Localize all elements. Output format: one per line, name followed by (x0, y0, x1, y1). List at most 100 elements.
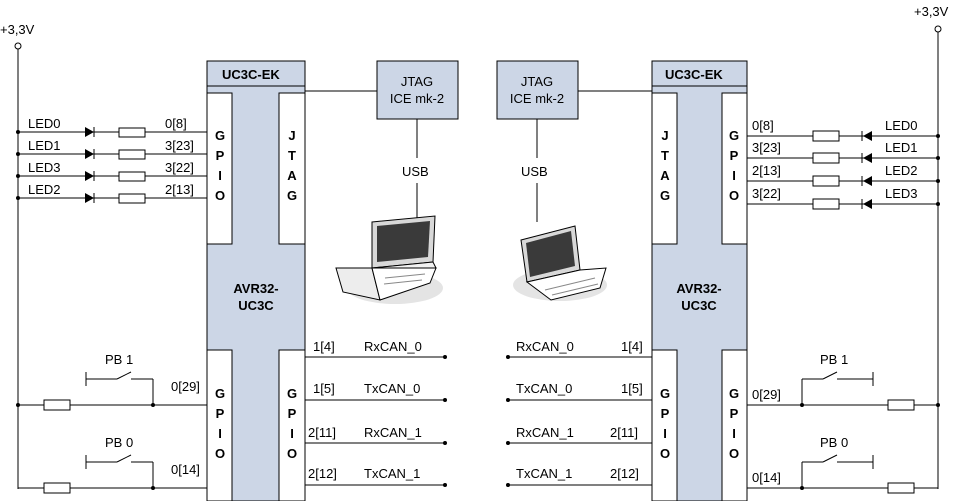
led-label: LED0 (885, 118, 918, 133)
resistor-icon (812, 152, 840, 164)
power-label-right: +3,3V (914, 4, 949, 19)
led-diode-icon (863, 176, 872, 186)
gpio-letter: O (215, 188, 225, 203)
button-label: PB 1 (820, 352, 848, 367)
resistor-icon (118, 171, 146, 182)
jtag-letter: G (660, 188, 670, 203)
gpio-block-left-top (206, 92, 233, 245)
laptop-icon (513, 225, 607, 301)
can-signal: TxCAN_1 (516, 466, 572, 481)
led-pin: 0[8] (165, 116, 187, 131)
jtag-letter: T (661, 148, 669, 163)
can-pin: 2[11] (610, 425, 638, 440)
can-group-right: RxCAN_0 1[4] TxCAN_0 1[5] RxCAN_1 2[11] … (506, 339, 652, 487)
gpio-letter: O (660, 446, 670, 461)
can-group-left: 1[4] RxCAN_0 1[5] TxCAN_0 2[11] RxCAN_1 … (305, 339, 447, 487)
power-terminal-right (934, 25, 942, 33)
led-group-left: LED0 0[8] LED1 3[23] LED3 3[22] LED2 2[1… (16, 116, 207, 204)
led-group-right: 0[8] LED0 3[23] LED1 2[13] LED2 3[22] LE… (747, 118, 940, 210)
button-group-right: PB 1 0[29] PB 0 0[14] (747, 352, 940, 494)
gpio-block-right-bottom-b (721, 349, 748, 501)
gpio-block-left-bottom-b (278, 349, 306, 501)
led-diode-icon (85, 149, 94, 159)
gpio-block-right-bottom-a (651, 349, 678, 501)
led-pin: 0[8] (752, 118, 774, 133)
resistor-icon (118, 127, 146, 138)
can-signal: TxCAN_1 (364, 466, 420, 481)
can-pin: 1[5] (313, 381, 335, 396)
button-pin: 0[14] (171, 462, 200, 477)
can-signal: TxCAN_0 (364, 381, 420, 396)
button-group-left: PB 1 0[29] PB 0 0[14] (16, 352, 207, 494)
button-pin: 0[14] (752, 470, 781, 485)
usb-label: USB (402, 164, 429, 179)
gpio-letter: O (287, 446, 297, 461)
push-button-icon (116, 454, 132, 463)
resistor-icon (887, 399, 915, 411)
gpio-block-right-top (721, 92, 748, 245)
jtag-letter: J (288, 128, 295, 143)
can-signal: TxCAN_0 (516, 381, 572, 396)
can-signal: RxCAN_0 (516, 339, 574, 354)
button-label: PB 0 (105, 435, 133, 450)
jtag-block-left (278, 92, 306, 245)
board-left-title: UC3C-EK (222, 67, 280, 82)
chip-name-left-1: AVR32- (233, 281, 278, 296)
can-signal: RxCAN_1 (516, 425, 574, 440)
can-pin: 1[4] (621, 339, 643, 354)
resistor-icon (43, 399, 71, 411)
can-pin: 1[4] (313, 339, 335, 354)
led-pin: 2[13] (752, 163, 781, 178)
gpio-letter: P (661, 406, 670, 421)
jtag-ice-label: ICE mk-2 (390, 91, 444, 106)
gpio-letter: G (287, 386, 297, 401)
gpio-block-left-bottom-a (206, 349, 233, 501)
jtag-ice-left: JTAG ICE mk-2 USB (305, 60, 459, 304)
jtag-letter: T (288, 148, 296, 163)
jtag-ice-label: ICE mk-2 (510, 91, 564, 106)
usb-label: USB (521, 164, 548, 179)
power-label-left: +3,3V (0, 22, 35, 37)
gpio-letter: P (730, 148, 739, 163)
gpio-letter: I (290, 426, 294, 441)
can-pin: 1[5] (621, 381, 643, 396)
resistor-icon (887, 482, 915, 494)
led-pin: 3[23] (752, 140, 781, 155)
jtag-ice-right: JTAG ICE mk-2 USB (496, 60, 652, 301)
gpio-letter: O (729, 188, 739, 203)
jtag-letter: A (287, 168, 297, 183)
led-diode-icon (863, 131, 872, 141)
board-right-title: UC3C-EK (665, 67, 723, 82)
led-label: LED3 (885, 186, 918, 201)
gpio-letter: G (729, 128, 739, 143)
push-button-icon (116, 371, 132, 380)
gpio-letter: O (215, 446, 225, 461)
jtag-ice-box-left (376, 60, 459, 120)
led-pin: 2[13] (165, 182, 194, 197)
led-label: LED2 (885, 163, 918, 178)
jtag-letter: G (287, 188, 297, 203)
resistor-icon (812, 198, 840, 210)
resistor-icon (812, 130, 840, 142)
board-left: UC3C-EK G P I O J T A G AVR32- UC3C G P … (206, 60, 306, 501)
led-label: LED0 (28, 116, 61, 131)
gpio-letter: O (729, 446, 739, 461)
jtag-ice-label: JTAG (521, 74, 553, 89)
gpio-letter: I (732, 168, 736, 183)
resistor-icon (812, 175, 840, 187)
led-diode-icon (85, 127, 94, 137)
resistor-icon (43, 482, 71, 494)
gpio-letter: G (215, 386, 225, 401)
gpio-letter: I (218, 168, 222, 183)
can-pin: 2[11] (308, 425, 336, 440)
jtag-block-right (651, 92, 678, 245)
gpio-letter: G (215, 128, 225, 143)
button-pin: 0[29] (752, 387, 781, 402)
gpio-letter: P (730, 406, 739, 421)
jtag-ice-label: JTAG (401, 74, 433, 89)
resistor-icon (118, 149, 146, 160)
gpio-letter: P (216, 406, 225, 421)
jtag-letter: A (660, 168, 670, 183)
gpio-letter: I (663, 426, 667, 441)
